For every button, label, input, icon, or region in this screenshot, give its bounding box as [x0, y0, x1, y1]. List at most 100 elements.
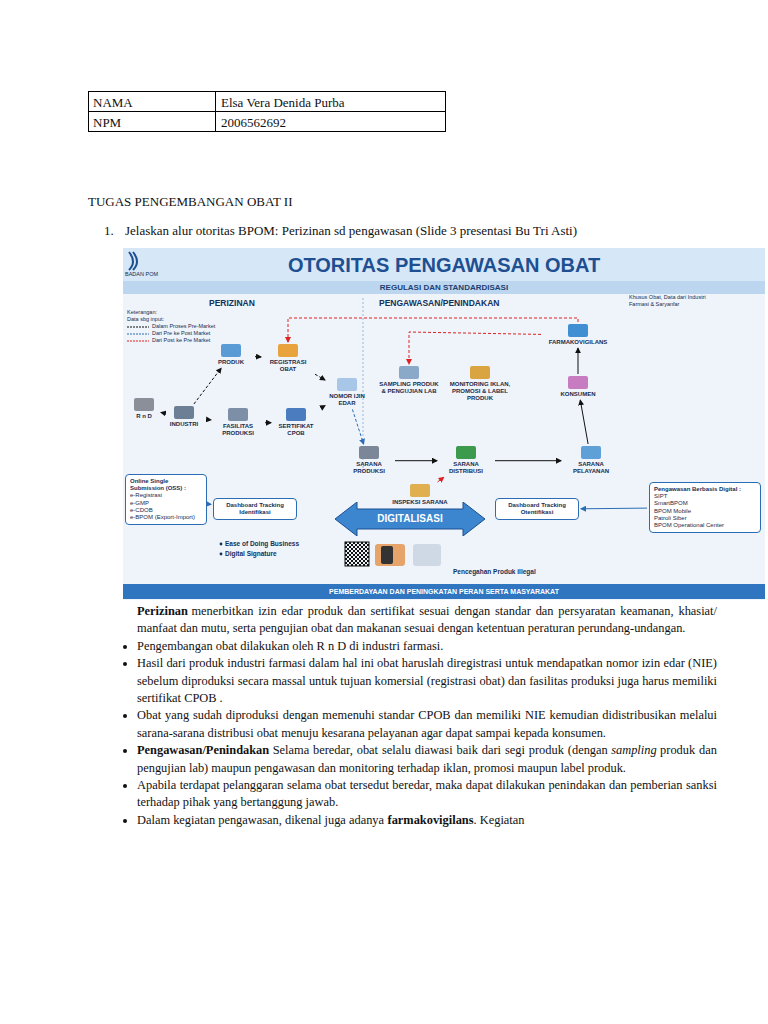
connector [315, 374, 325, 380]
connector [321, 406, 325, 408]
node-text: FARMAKOVIGILANS [543, 339, 613, 346]
node-text: Dashboard Tracking Otentifikasi [500, 502, 574, 516]
text-label: TUGAS PENGEMBANGAN OBAT II [88, 193, 293, 211]
paragraph: Perizinanmenerbitkan izin edar produk da… [120, 603, 717, 638]
icon-node: KONSUMEN [553, 376, 603, 398]
node-text: BPOM Mobile [654, 508, 756, 515]
node-text: Patroli Siber [654, 515, 756, 522]
node-text: e-CDOB [130, 507, 202, 514]
icon-node: INSPEKSI SARANA [385, 484, 455, 506]
connector [288, 318, 578, 342]
diagram-label: REGULASI DAN STANDARDISASI [123, 282, 765, 294]
connector [395, 460, 437, 461]
legend-text: Dari Post ke Pre Market [152, 337, 210, 344]
node-text: e-BPOM (Export-Import) [130, 514, 202, 521]
node-text: FASILITAS PRODUKSI [213, 423, 263, 437]
text-label: 2006562692 [221, 114, 286, 132]
connector [265, 422, 271, 423]
bullet-item: Apabila terdapat pelanggaran selama obat… [137, 777, 717, 812]
text-label: 1. [104, 222, 114, 240]
body-text-run: Hasil dari produk industri farmasi dalam… [137, 656, 717, 705]
node-text: Pengawasan Berbasis Digital : [654, 486, 756, 493]
diagram-label: Data sbg input: [127, 316, 164, 323]
footer-band: PEMBERDAYAAN DAN PENINGKATAN PERAN SERTA… [123, 584, 765, 599]
node-text: SARANA PRODUKSI [345, 461, 393, 475]
icon-node: R n D [127, 398, 161, 420]
body-text-run: sampling [611, 743, 656, 757]
node-text: SARANA DISTRIBUSI [439, 461, 493, 475]
connector [438, 477, 444, 482]
connector [194, 368, 221, 404]
body-text-run: Selama beredar, obat selalu diawasi baik… [273, 743, 608, 757]
body-text-run: farmakovigilans [388, 813, 474, 827]
icon-node: FARMAKOVIGILANS [543, 324, 613, 346]
text-label: Elsa Vera Denida Purba [221, 94, 345, 112]
node-text: Dashboard Tracking Identifikasi [218, 502, 292, 516]
node-text: REGISTRASI OBAT [263, 359, 313, 373]
node-text: MONITORING IKLAN, PROMOSI & LABEL PRODUK [449, 381, 511, 403]
info-box: Pengawasan Berbasis Digital :SIPTSmartBP… [649, 482, 761, 533]
connector [409, 332, 541, 364]
icon-node: MONITORING IKLAN, PROMOSI & LABEL PRODUK [449, 366, 511, 403]
node-text: PEMBERDAYAAN DAN PENINGKATAN PERAN SERTA… [126, 587, 762, 596]
icon-node: REGISTRASI OBAT [263, 344, 313, 373]
connector [207, 419, 211, 420]
info-box: Dashboard Tracking Otentifikasi [495, 498, 579, 520]
icon-node: NOMOR IJIN EDAR [327, 378, 367, 407]
legend-text: Dalam Proses Pre-Market [152, 323, 215, 330]
node-text: SERTIFIKAT CPOB [273, 423, 319, 437]
node-text: SARANA PELAYANAN [563, 461, 619, 475]
node-text: DIGITALISASI [335, 502, 485, 536]
node-text: e-Registrasi [130, 492, 202, 499]
node-text: PRODUK [209, 359, 253, 366]
arrow-band: DIGITALISASI [335, 502, 485, 536]
connector [495, 460, 561, 461]
body-text-run: Dalam kegiatan pengawasan, dikenal juga … [137, 813, 384, 827]
body-text-run: . Kegiatan [474, 813, 525, 827]
diagram-label: Pencegahan Produk illegal [453, 568, 536, 576]
diagram-title: OTORITAS PENGAWASAN OBAT [123, 251, 765, 279]
node-text: e-GMP [130, 500, 202, 507]
diagram-label: Ease of Doing Business [225, 540, 299, 548]
node-text: INSPEKSI SARANA [385, 499, 455, 506]
icon-node: SARANA DISTRIBUSI [439, 446, 493, 475]
body-text: Perizinanmenerbitkan izin edar produk da… [120, 603, 717, 829]
node-text: KONSUMEN [553, 391, 603, 398]
connector [580, 400, 588, 444]
icon-node: SERTIFIKAT CPOB [273, 408, 319, 437]
node-text: SmartBPOM [654, 500, 756, 507]
connector [578, 348, 579, 374]
info-box: Dashboard Tracking Identifikasi [213, 498, 297, 520]
diagram-label: PENGAWASAN/PENINDAKAN [379, 298, 499, 308]
info-box: Online Single Submission (OSS) :e-Regist… [125, 474, 207, 525]
icon-node: SARANA PELAYANAN [563, 446, 619, 475]
diagram-label: Keterangan: [127, 309, 157, 316]
body-text-run: Apabila terdapat pelanggaran selama obat… [137, 778, 717, 809]
icon-node: SARANA PRODUKSI [345, 446, 393, 475]
body-text-run: Pengawasan/Penindakan [137, 743, 269, 757]
diagram-label: Khusus Obat, Data dari Industri Farmasi … [629, 294, 709, 308]
node-text: NOMOR IJIN EDAR [327, 393, 367, 407]
body-text-run: Perizinan [137, 604, 188, 618]
node-text: SIPT [654, 493, 756, 500]
connector [255, 356, 261, 357]
icon-node: PRODUK [209, 344, 253, 366]
icon-node: INDUSTRI [163, 406, 205, 428]
bullet-item: Obat yang sudah diproduksi dengan memenu… [137, 707, 717, 742]
diagram-panel: OTORITAS PENGAWASAN OBATBADAN POMREGULAS… [123, 248, 765, 600]
diagram-label: Digital Signature [225, 550, 277, 558]
connector [209, 504, 211, 505]
node-text: SAMPLING PRODUK & PENGUJIAN LAB [377, 381, 441, 395]
node-text: Online Single Submission (OSS) : [130, 478, 202, 492]
text-label: NAMA [93, 94, 133, 112]
body-text-run: menerbitkan izin edar produk dan sertifi… [137, 604, 717, 635]
node-text: INDUSTRI [163, 421, 205, 428]
legend-text: Dari Pre ke Post Market [152, 330, 210, 337]
diagram-label: PERIZINAN [209, 298, 255, 308]
bullet-item: Hasil dari produk industri farmasi dalam… [137, 655, 717, 707]
icon-node: FASILITAS PRODUKSI [213, 408, 263, 437]
text-label: NPM [93, 114, 121, 132]
node-text: R n D [127, 413, 161, 420]
bullet-item: Pengawasan/Penindakan Selama beredar, oba… [137, 742, 717, 777]
connector [352, 409, 363, 444]
